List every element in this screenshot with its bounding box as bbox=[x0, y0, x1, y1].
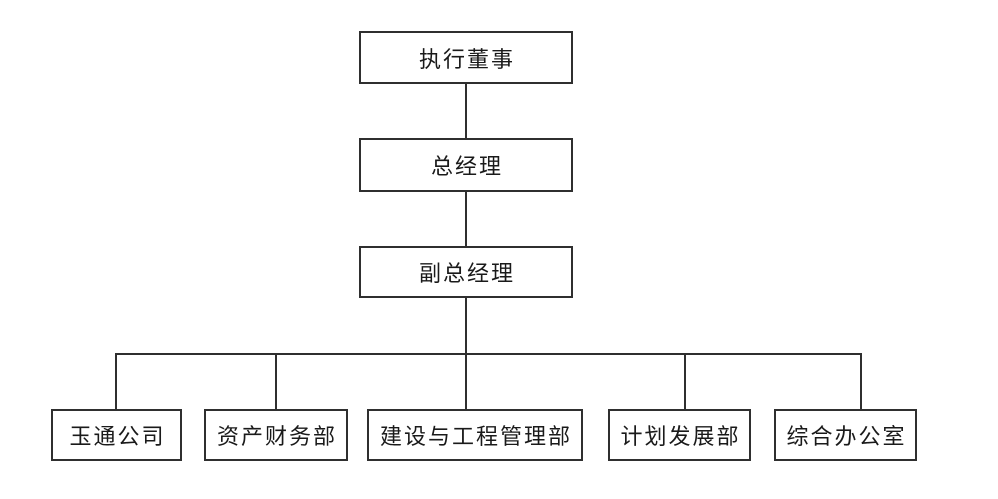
connector-drop-planning-development-dept bbox=[684, 353, 686, 409]
org-node-label: 资产财务部 bbox=[216, 424, 337, 449]
connector-drop-construction-engineering-dept bbox=[465, 353, 467, 409]
org-node-general-office: 综合办公室 bbox=[774, 409, 917, 461]
org-node-planning-development-dept: 计划发展部 bbox=[608, 409, 751, 461]
org-node-asset-finance-dept: 资产财务部 bbox=[204, 409, 348, 461]
org-node-label: 副总经理 bbox=[418, 261, 515, 286]
connector-drop-general-office bbox=[860, 353, 862, 409]
org-node-label: 计划发展部 bbox=[620, 424, 741, 449]
org-node-construction-engineering-dept: 建设与工程管理部 bbox=[367, 409, 583, 461]
org-node-general-manager: 总经理 bbox=[359, 138, 573, 192]
org-node-label: 执行董事 bbox=[418, 46, 515, 72]
org-node-label: 综合办公室 bbox=[786, 424, 907, 449]
connector-drop-asset-finance-dept bbox=[275, 353, 277, 409]
connector-dgm-to-bus bbox=[465, 298, 467, 355]
org-node-label: 总经理 bbox=[430, 154, 503, 179]
org-node-deputy-general-manager: 副总经理 bbox=[359, 246, 573, 298]
connector-gm-to-dgm bbox=[465, 192, 467, 246]
org-node-label: 玉通公司 bbox=[69, 424, 166, 449]
connector-drop-yutong-company bbox=[115, 353, 117, 409]
connector-department-bus bbox=[115, 353, 862, 355]
org-node-executive-director: 执行董事 bbox=[359, 31, 573, 84]
connector-exec-to-gm bbox=[465, 84, 467, 138]
org-node-label: 建设与工程管理部 bbox=[379, 424, 572, 449]
org-node-yutong-company: 玉通公司 bbox=[51, 409, 182, 461]
